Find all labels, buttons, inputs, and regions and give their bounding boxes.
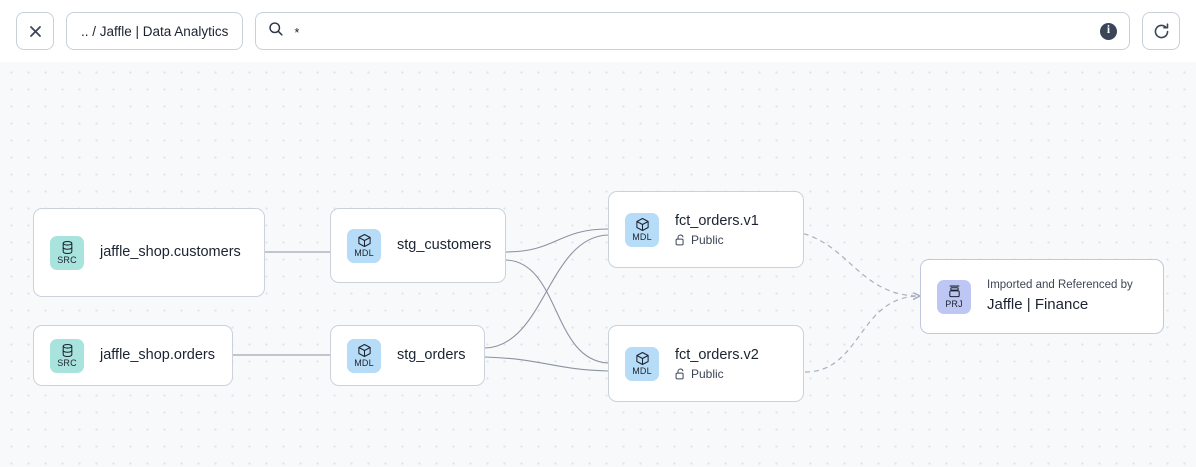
- badge-src: SRC: [50, 338, 84, 373]
- cube-icon: [357, 233, 372, 248]
- node-visibility-label: Public: [691, 232, 724, 247]
- breadcrumb-label: .. / Jaffle | Data Analytics: [81, 23, 229, 39]
- node-title: fct_orders.v1: [675, 212, 759, 229]
- node-title: jaffle_shop.orders: [100, 347, 216, 364]
- node-fct-orders-v2[interactable]: MDL fct_orders.v2 Public: [608, 325, 804, 402]
- close-icon: [28, 24, 43, 39]
- edge-stgcustomers-to-v2: [505, 259, 609, 364]
- search-icon: [268, 21, 284, 42]
- project-icon: [947, 284, 962, 299]
- unlock-icon: [675, 368, 686, 380]
- node-visibility-label: Public: [691, 366, 724, 381]
- search-input-value[interactable]: *: [294, 25, 300, 39]
- badge-mdl: MDL: [625, 212, 659, 247]
- graph-edges: [233, 228, 1196, 373]
- search-input[interactable]: * i: [255, 12, 1130, 50]
- edge-v2-to-project: [804, 296, 920, 373]
- badge-mdl: MDL: [625, 346, 659, 381]
- node-visibility: Public: [675, 233, 759, 247]
- cube-icon: [635, 351, 650, 366]
- badge-type-label: MDL: [632, 232, 652, 242]
- node-visibility: Public: [675, 367, 759, 381]
- node-body: Imported and Referenced by Jaffle | Fina…: [987, 279, 1133, 315]
- breadcrumb[interactable]: .. / Jaffle | Data Analytics: [66, 12, 244, 50]
- edge-stgorders-to-v2: [484, 356, 609, 372]
- badge-mdl: MDL: [347, 228, 381, 263]
- info-icon[interactable]: i: [1100, 22, 1117, 40]
- node-title: jaffle_shop.customers: [100, 244, 241, 261]
- node-body: fct_orders.v1 Public: [675, 212, 759, 248]
- edge-stgorders-to-v1: [484, 234, 609, 349]
- node-body: stg_orders: [397, 346, 466, 364]
- refresh-button[interactable]: [1142, 12, 1180, 50]
- badge-src: SRC: [50, 235, 84, 270]
- refresh-icon: [1152, 22, 1171, 41]
- toolbar: .. / Jaffle | Data Analytics * i: [0, 0, 1196, 62]
- node-stg-customers[interactable]: MDL stg_customers: [330, 208, 506, 283]
- node-stg-orders[interactable]: MDL stg_orders: [330, 325, 485, 386]
- database-icon: [60, 240, 75, 255]
- close-button[interactable]: [16, 12, 54, 50]
- node-title: stg_customers: [397, 237, 492, 254]
- node-body: jaffle_shop.customers: [100, 243, 241, 261]
- badge-mdl: MDL: [347, 338, 381, 373]
- node-body: fct_orders.v2 Public: [675, 346, 759, 382]
- node-body: stg_customers: [397, 236, 492, 254]
- badge-type-label: PRJ: [945, 299, 963, 309]
- node-title: stg_orders: [397, 347, 466, 364]
- edge-stgcustomers-to-v1: [505, 228, 609, 253]
- node-fct-orders-v1[interactable]: MDL fct_orders.v1 Public: [608, 191, 804, 268]
- badge-type-label: MDL: [354, 358, 374, 368]
- node-jaffle-finance-project[interactable]: PRJ Imported and Referenced by Jaffle | …: [920, 259, 1164, 334]
- badge-type-label: SRC: [57, 255, 77, 265]
- node-title: Jaffle | Finance: [987, 295, 1089, 313]
- badge-prj: PRJ: [937, 279, 971, 314]
- unlock-icon: [675, 234, 686, 246]
- node-jaffle-shop-customers[interactable]: SRC jaffle_shop.customers: [33, 208, 265, 297]
- badge-type-label: SRC: [57, 358, 77, 368]
- badge-type-label: MDL: [354, 248, 374, 258]
- cube-icon: [635, 217, 650, 232]
- node-jaffle-shop-orders[interactable]: SRC jaffle_shop.orders: [33, 325, 233, 386]
- database-icon: [60, 343, 75, 358]
- node-title: fct_orders.v2: [675, 346, 759, 363]
- edge-v1-to-project: [776, 229, 920, 296]
- graph-canvas[interactable]: SRC jaffle_shop.customers SRC jaffle_sh: [0, 62, 1196, 467]
- badge-type-label: MDL: [632, 366, 652, 376]
- node-body: jaffle_shop.orders: [100, 346, 215, 364]
- node-relationship-label: Imported and Referenced by: [987, 278, 1133, 291]
- cube-icon: [357, 343, 372, 358]
